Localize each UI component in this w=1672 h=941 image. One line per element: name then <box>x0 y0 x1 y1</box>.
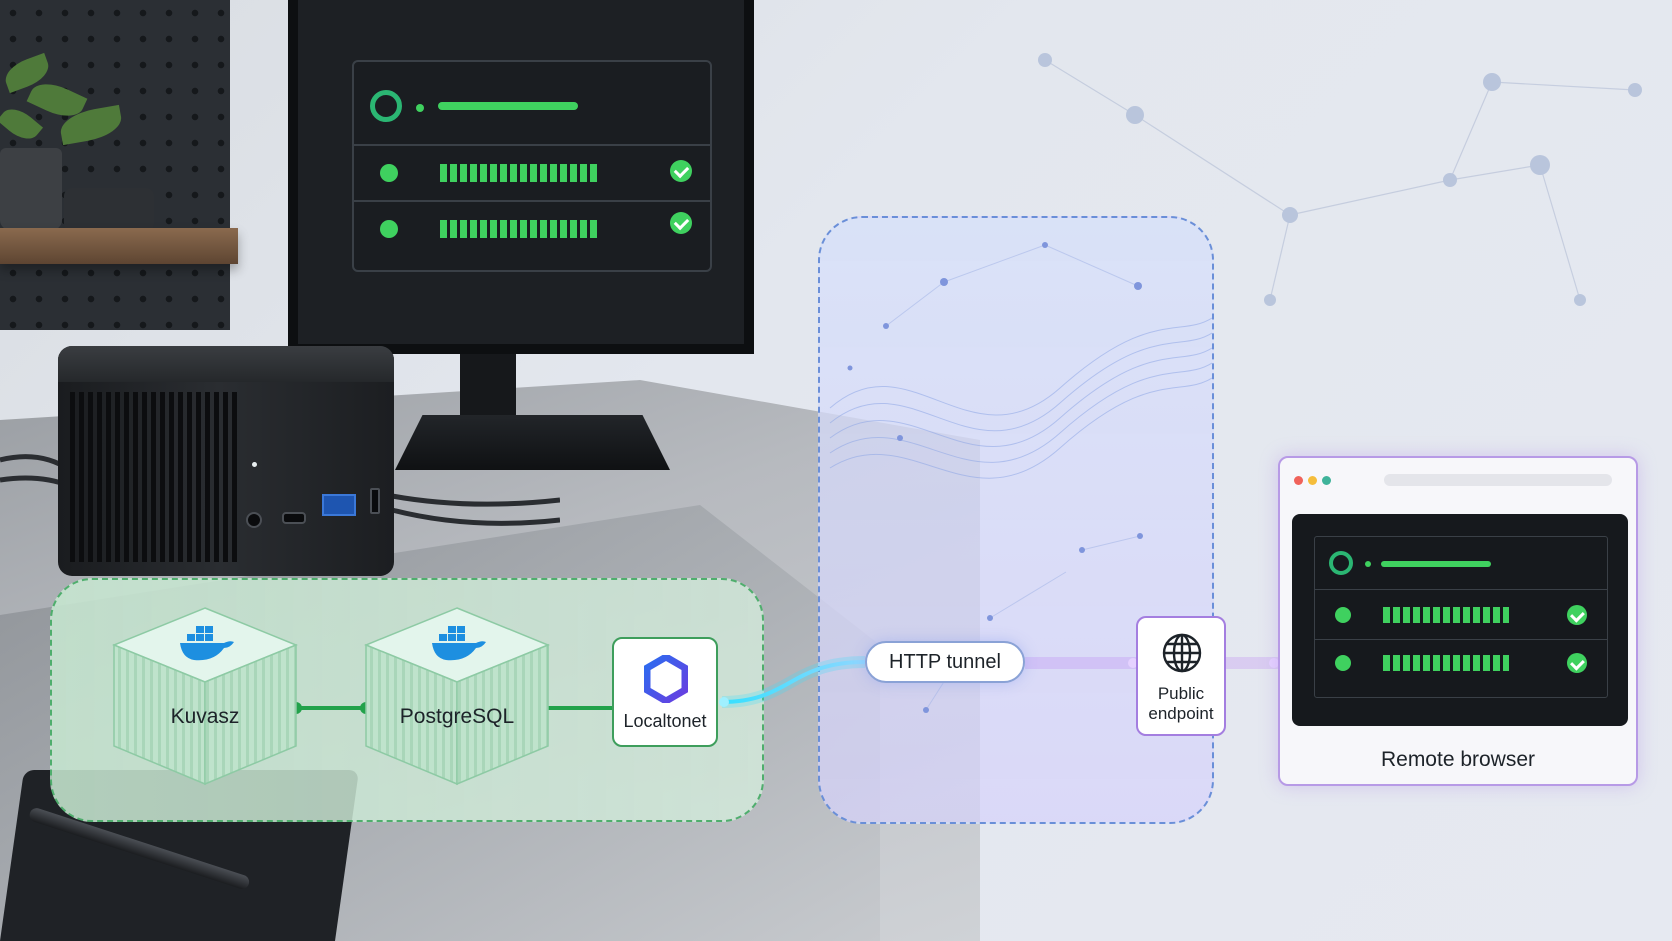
progress-bar <box>1383 607 1509 623</box>
check-icon <box>1567 653 1587 673</box>
minimize-dot-icon <box>1308 476 1317 485</box>
maximize-dot-icon <box>1322 476 1331 485</box>
monitor-stand-base <box>395 415 670 470</box>
kuvasz-label: Kuvasz <box>170 705 240 728</box>
wooden-shelf <box>0 228 238 264</box>
network-dot <box>987 615 993 621</box>
plant-pot <box>0 148 62 230</box>
public-endpoint-line1: Public <box>1157 684 1205 703</box>
card-slot <box>370 488 380 514</box>
link-node <box>1269 658 1279 668</box>
tunnel-line <box>721 660 866 704</box>
audio-port <box>246 512 262 528</box>
close-dot-icon <box>1294 476 1303 485</box>
localtonet-label: Localtonet <box>623 711 707 731</box>
usb-c-port <box>282 512 306 524</box>
network-dot <box>1079 547 1085 553</box>
remote-browser-label: Remote browser <box>1380 748 1536 771</box>
browser-titlebar <box>1280 458 1636 494</box>
network-dot <box>1628 83 1642 97</box>
status-dot-icon <box>380 164 398 182</box>
remote-browser-window: Remote browser <box>1278 456 1638 786</box>
dashboard-row <box>354 202 710 256</box>
check-icon <box>670 160 692 182</box>
globe-icon <box>1162 633 1202 673</box>
header-bar <box>438 102 578 110</box>
network-dot <box>1574 294 1586 306</box>
dashboard-row <box>1315 591 1607 640</box>
network-dot <box>1443 173 1457 187</box>
browser-dashboard <box>1292 514 1628 726</box>
network-dot <box>1126 106 1144 124</box>
browser-dashboard-panel <box>1314 536 1608 698</box>
link-node <box>1128 658 1138 668</box>
usb-a-port <box>322 494 356 516</box>
network-dot <box>940 278 948 286</box>
network-dot <box>847 365 853 371</box>
http-tunnel-pill: HTTP tunnel <box>865 641 1025 683</box>
progress-bar <box>1383 655 1509 671</box>
address-bar <box>1384 474 1612 486</box>
network-dot <box>883 323 889 329</box>
check-icon <box>670 212 692 234</box>
mini-pc-grille <box>70 392 240 562</box>
small-pot <box>64 188 154 232</box>
status-dot-icon <box>1335 655 1351 671</box>
public-endpoint-node: Public endpoint <box>1136 616 1226 736</box>
monitor-dashboard <box>352 60 712 272</box>
network-dot <box>1038 53 1052 67</box>
localtonet-node: Localtonet <box>612 637 718 747</box>
network-dot <box>1282 207 1298 223</box>
postgresql-label: PostgreSQL <box>399 705 515 728</box>
network-dot <box>1530 155 1550 175</box>
public-endpoint-label: Public endpoint <box>1138 684 1224 724</box>
public-endpoint-line2: endpoint <box>1148 704 1214 723</box>
progress-bar <box>440 164 600 182</box>
network-dot <box>1137 533 1143 539</box>
check-icon <box>1567 605 1587 625</box>
power-led <box>252 462 257 467</box>
network-constellation <box>1038 53 1642 306</box>
dashboard-header-row <box>354 62 710 146</box>
status-ring-icon <box>370 90 402 122</box>
network-dot <box>897 435 903 441</box>
localtonet-hexagon-icon <box>644 655 688 703</box>
kuvasz-cube <box>112 607 298 786</box>
progress-bar <box>440 220 600 238</box>
status-dot-icon <box>380 220 398 238</box>
network-dot <box>1264 294 1276 306</box>
network-dot <box>1483 73 1501 91</box>
status-dot-icon <box>416 104 424 112</box>
dashboard-row <box>354 146 710 202</box>
dashboard-header-row <box>1315 537 1607 590</box>
status-ring-icon <box>1329 551 1353 575</box>
dashboard-row <box>1315 641 1607 691</box>
docker-icon <box>180 626 234 661</box>
postgresql-cube <box>364 607 550 786</box>
network-dot <box>1042 242 1048 248</box>
network-dot <box>1134 282 1142 290</box>
tunnel-dot <box>719 697 729 707</box>
network-dot <box>923 707 929 713</box>
status-dot-icon <box>1365 561 1371 567</box>
network-wave <box>829 242 1212 713</box>
mini-pc-top <box>58 346 394 382</box>
docker-icon <box>432 626 486 661</box>
status-dot-icon <box>1335 607 1351 623</box>
header-bar <box>1381 561 1491 567</box>
